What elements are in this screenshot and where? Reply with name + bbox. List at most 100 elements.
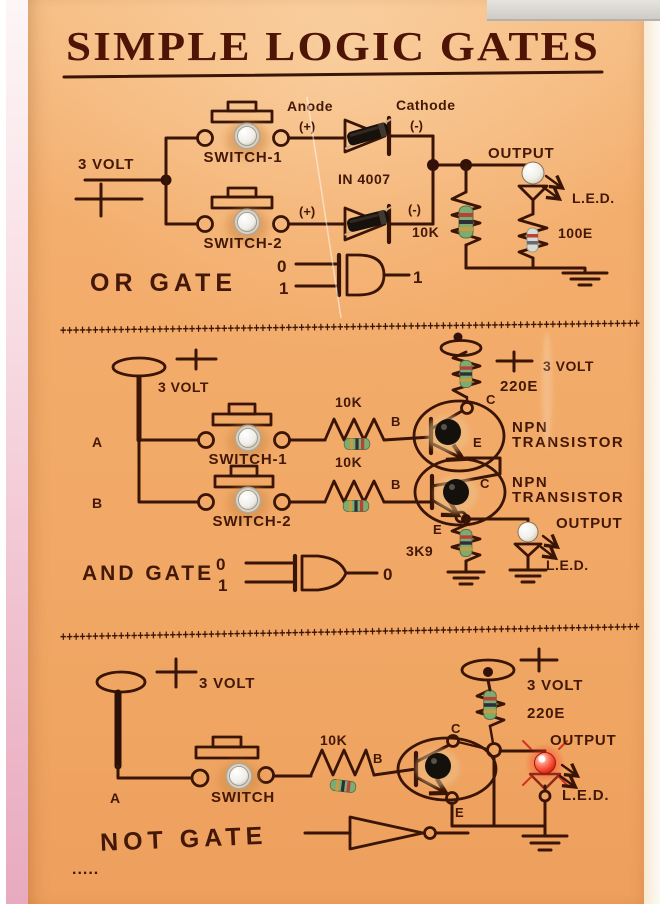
and-resistor-3k9-component [459, 528, 473, 558]
or-truth-in-top: 0 [277, 257, 286, 276]
not-resistor-10k-component [329, 778, 357, 794]
not-resistor-10k-label: 10K [320, 732, 347, 748]
not-supply-left-label: 3 VOLT [199, 675, 255, 692]
and-supply-left-label: 3 VOLT [158, 379, 209, 395]
or-led-label: L.E.D. [572, 190, 615, 206]
or-switch-2-label: SWITCH-2 [204, 235, 283, 252]
not-switch: SWITCH [190, 735, 275, 806]
and-truth-in-top: 0 [216, 555, 225, 574]
and-resistor-10k-2-component [342, 499, 370, 513]
and-transistor-2-text-2: TRANSISTOR [512, 489, 624, 506]
not-supply-left-plus [155, 657, 198, 689]
not-gate-circuit: 3 VOLT A SWITCH 10K B [72, 647, 616, 878]
and-resistor-10k-1-label: 10K [335, 394, 362, 410]
and-input-wires [137, 438, 200, 504]
or-battery-symbol [74, 178, 168, 218]
and-supply-right-label: 3 VOLT [543, 358, 594, 374]
not-emitter-label: E [455, 805, 464, 820]
and-truth-in-bottom: 1 [218, 576, 227, 595]
and-led-label: L.E.D. [546, 557, 589, 573]
or-gate-input-lines [294, 262, 338, 288]
not-supply-right-label: 3 VOLT [527, 677, 583, 694]
and-input-a-label: A [92, 434, 103, 450]
or-resistor-10k-label: 10K [412, 224, 439, 240]
not-switch-label: SWITCH [211, 789, 275, 806]
not-gate-bubble [423, 826, 437, 840]
and-resistor-220e [451, 350, 482, 404]
board-right-edge [644, 0, 660, 904]
or-supply-wires [164, 136, 199, 226]
and-led-dome [517, 521, 539, 543]
and-supply-right-dot [453, 332, 463, 342]
and-emitter2-label: E [433, 522, 442, 537]
not-led [522, 740, 576, 828]
and-transistor-1-text-1: NPN [512, 419, 548, 436]
or-resistor-10k [450, 163, 482, 270]
and-gate-circuit: 3 VOLT A B SWITCH-1 10K B [82, 332, 624, 595]
and-resistor-220e-label: 220E [500, 378, 538, 395]
or-switch-1: SWITCH-1 [196, 100, 290, 166]
or-gate-symbol [345, 253, 386, 297]
or-gate-name: OR GATE [90, 269, 237, 297]
not-led-label: L.E.D. [562, 787, 609, 804]
or-diode-1 [287, 115, 435, 157]
or-plus-bottom: (+) [299, 204, 315, 219]
and-resistor-3k9 [446, 517, 486, 586]
not-led-dome [534, 752, 556, 774]
and-gate-input-lines [244, 561, 294, 584]
and-resistor-3k9-label: 3K9 [406, 543, 433, 559]
title-block: SIMPLE LOGIC GATES [62, 23, 604, 79]
and-e1-to-c2-wire [463, 456, 502, 482]
footer-dots: ..... [72, 861, 99, 878]
and-transistor-1 [412, 399, 506, 473]
and-transistor-1-component [426, 415, 470, 453]
or-minus-bottom: (-) [408, 202, 421, 217]
and-switch-2: SWITCH-2 [197, 464, 291, 530]
board-pink-edge [6, 0, 30, 904]
or-ground-symbol [464, 266, 609, 287]
and-switch-1: SWITCH-1 [197, 402, 291, 468]
not-input-wire [116, 764, 194, 780]
or-led-dome [521, 161, 545, 185]
or-resistor-100e-label: 100E [558, 225, 593, 241]
divider-2: ++++++++++++++++++++++++++++++++++++++++… [60, 619, 641, 644]
page-title: SIMPLE LOGIC GATES [66, 23, 600, 69]
or-diode-2 [287, 203, 435, 245]
not-gate-name: NOT GATE [100, 822, 268, 857]
and-resistor-10k-1-symbol [323, 417, 386, 442]
not-resistor-220e [475, 688, 506, 745]
not-wire-c-node [456, 740, 489, 751]
not-ground-symbol [450, 801, 569, 852]
not-resistor-220e-component [483, 690, 497, 720]
light-streak [542, 332, 552, 448]
tape-strip [487, 0, 660, 21]
not-supply-right-dot [483, 667, 493, 677]
divider-1: ++++++++++++++++++++++++++++++++++++++++… [60, 315, 640, 337]
not-collector-label: C [451, 721, 461, 736]
or-output-bus [431, 134, 535, 226]
or-resistor-100e-component [526, 227, 539, 253]
and-supply-right-plus [495, 350, 534, 373]
and-transistor-2 [413, 456, 507, 527]
not-gate-symbol [348, 815, 425, 851]
not-output-label: OUTPUT [550, 732, 616, 749]
or-minus-top: (-) [410, 118, 423, 133]
and-input-b-label: B [92, 495, 103, 511]
and-transistor-2-component [434, 475, 478, 513]
or-led [517, 161, 561, 216]
or-resistor-10k-component [458, 205, 474, 239]
or-output-label: OUTPUT [488, 145, 554, 162]
or-switch-1-label: SWITCH-1 [204, 149, 283, 166]
and-collector1-label: C [486, 392, 496, 407]
or-switch-2: SWITCH-2 [196, 186, 290, 252]
and-base1-label: B [391, 414, 400, 429]
not-supply-left-terminal [95, 670, 147, 694]
not-wire-base [372, 767, 418, 777]
not-transistor-component [416, 749, 460, 787]
or-resistor-100e [517, 212, 549, 270]
or-anode-label: Anode [287, 98, 333, 114]
and-wire-base1 [382, 435, 433, 442]
and-resistor-220e-component [459, 359, 473, 389]
